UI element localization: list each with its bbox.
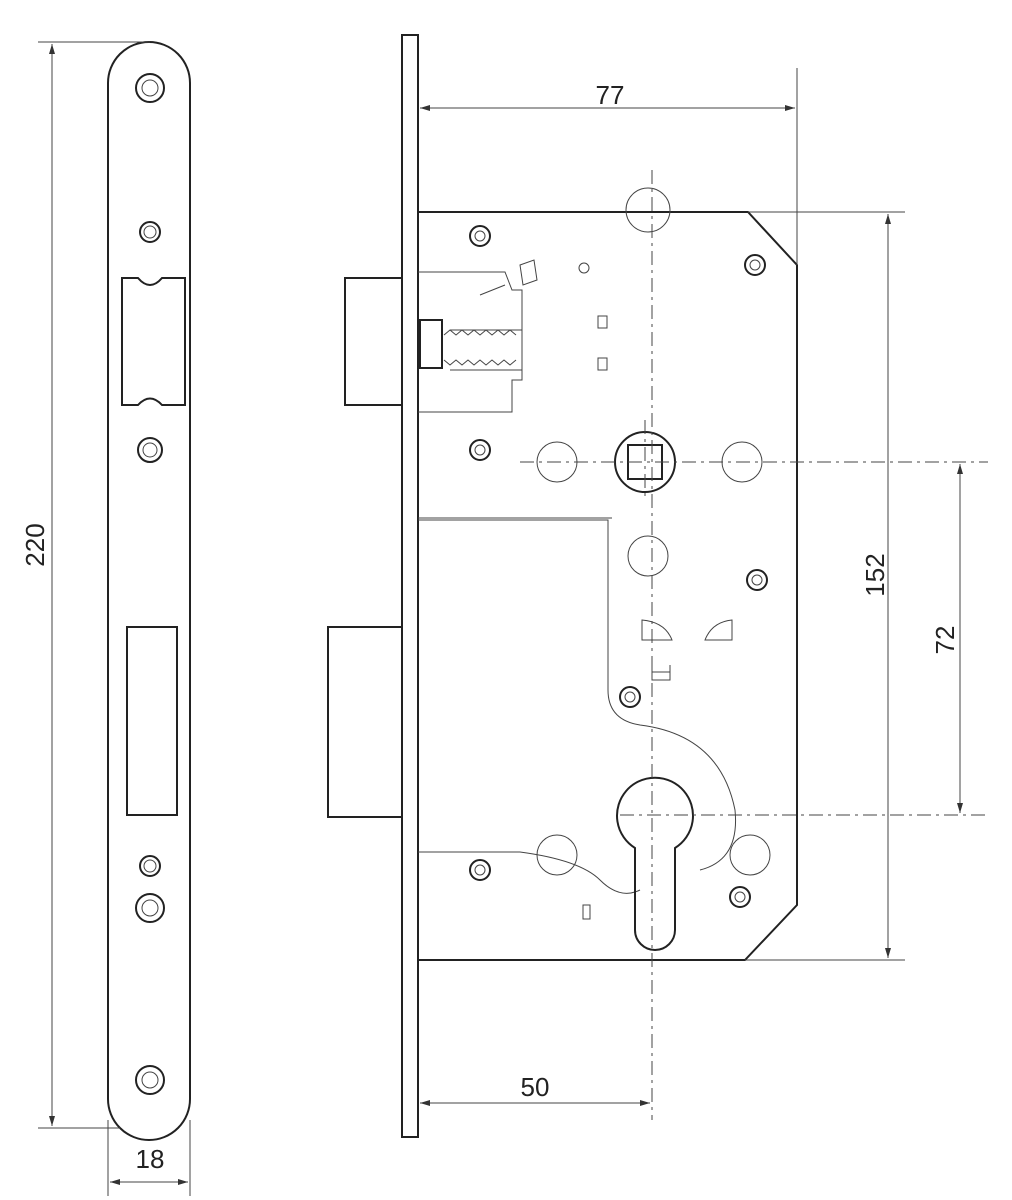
dimension-18 — [107, 1120, 191, 1196]
dimension-label-77: 77 — [596, 80, 625, 110]
cylinder-hole — [616, 776, 694, 951]
dimension-220 — [38, 41, 150, 1129]
screws — [469, 225, 768, 908]
faceplate — [107, 41, 191, 1141]
dimension-label-220: 220 — [20, 523, 50, 566]
dimension-label-18: 18 — [136, 1144, 165, 1174]
latch-cutout — [121, 277, 186, 406]
lock-body — [327, 34, 798, 1138]
dimension-label-50: 50 — [521, 1072, 550, 1102]
dimension-77 — [420, 68, 798, 265]
latch-bolt — [344, 277, 403, 406]
deadbolt — [327, 626, 403, 818]
deadbolt-cutout — [126, 626, 178, 816]
dimension-label-72: 72 — [930, 626, 960, 655]
dimension-152 — [745, 211, 905, 961]
dimension-label-152: 152 — [860, 553, 890, 596]
front-plate — [401, 34, 419, 1138]
